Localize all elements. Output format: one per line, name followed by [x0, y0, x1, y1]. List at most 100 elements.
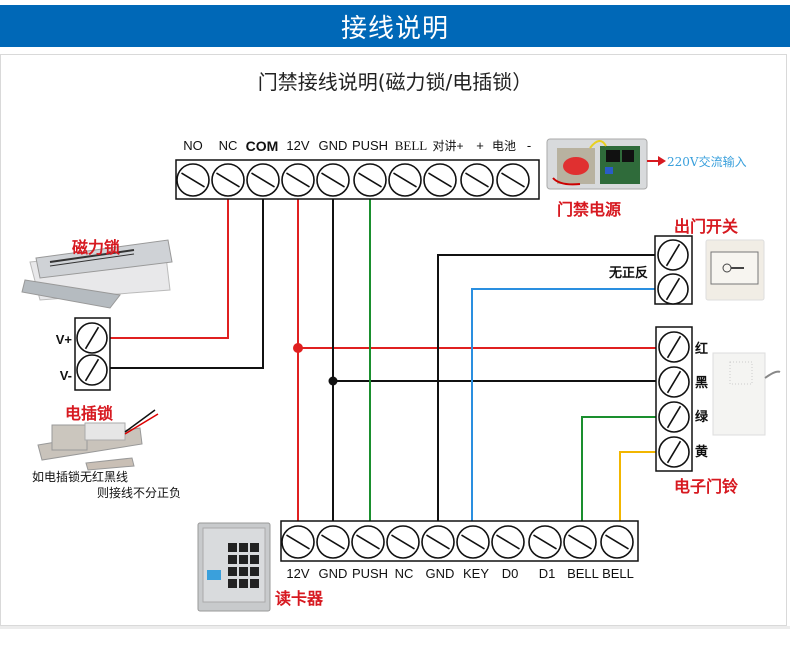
junction-dot-gnd: [328, 376, 338, 386]
keypad-key: [239, 567, 248, 576]
doorbell-screw-terminal: [658, 401, 690, 433]
maglock-terminal-labels: V+ V-: [56, 332, 73, 383]
keypad-key: [250, 567, 259, 576]
doorbell-label-black: 黑: [695, 375, 708, 390]
doorbell-label-red: 红: [695, 341, 708, 356]
wire-nc-to-maglock-vplus: [110, 198, 229, 339]
power-supply-screw-terminal: [353, 163, 387, 197]
doorbell-label-yellow: 黄: [695, 444, 708, 459]
exit-button-screw-terminal: [657, 239, 689, 271]
power-supply-screw-terminal: [211, 163, 245, 197]
frame-bottom-shadow: [0, 626, 790, 629]
power-supply-screw-terminal: [246, 163, 280, 197]
wire-com-to-maglock-vminus: [110, 198, 264, 369]
keypad-key: [239, 555, 248, 564]
card-reader-screw-terminal: [316, 525, 350, 559]
power-supply-screw-terminal: [388, 163, 422, 197]
keypad-key: [228, 543, 237, 552]
cr-label-key: KEY: [463, 566, 489, 581]
wire-exit-to-reader-key: [471, 288, 658, 522]
cr-label-gnd: GND: [319, 566, 348, 581]
card-reader-label: 读卡器: [275, 589, 324, 608]
electric-bolt-lock-note-1: 如电插锁无红黑线: [32, 470, 129, 484]
doorbell-screw-terminal: [658, 331, 690, 363]
power-supply-image: [546, 138, 648, 190]
doorbell-label-green: 绿: [695, 409, 709, 424]
card-reader-screw-terminal: [491, 525, 525, 559]
ps-label-push: PUSH: [352, 138, 388, 153]
cr-label-bell2: BELL: [602, 566, 634, 581]
ps-label-intercom: 对讲+: [432, 138, 463, 153]
power-supply-screw-terminal: [176, 163, 210, 197]
doorbell-screw-terminal: [658, 366, 690, 398]
cr-label-gnd2: GND: [426, 566, 455, 581]
ps-label-gnd: GND: [319, 138, 348, 153]
keypad-key: [250, 543, 259, 552]
keypad-key: [239, 579, 248, 588]
cr-label-push: PUSH: [352, 566, 388, 581]
diagram-title: 门禁接线说明(磁力锁/电插锁）: [257, 70, 533, 94]
exit-button-image: [705, 239, 765, 301]
exit-button-screw-terminal: [657, 273, 689, 305]
maglock-terminal-block: [74, 317, 111, 391]
header-title: 接线说明: [340, 13, 449, 44]
card-reader-screw-terminal: [281, 525, 315, 559]
ps-label-minus: -: [527, 138, 531, 153]
header-bar: 接线说明: [0, 5, 790, 47]
maglock-screw-terminal: [76, 354, 108, 386]
electric-bolt-lock-note-2: 则接线不分正负: [97, 486, 182, 500]
exit-button-terminal-block: [654, 235, 693, 305]
power-supply-screw-terminal: [496, 163, 530, 197]
card-reader-screw-terminal: [456, 525, 490, 559]
cr-label-nc: NC: [395, 566, 414, 581]
keypad-key: [228, 567, 237, 576]
ac-input-label: 220V交流输入: [667, 155, 747, 169]
diagram-frame: [0, 54, 787, 626]
keypad-key: [228, 579, 237, 588]
power-supply-label: 门禁电源: [557, 200, 622, 219]
power-supply-screw-terminal: [460, 163, 494, 197]
card-reader-screw-terminal: [351, 525, 385, 559]
maglock-label-vminus: V-: [60, 368, 72, 383]
wires: [110, 198, 658, 522]
card-reader-screw-terminal: [386, 525, 420, 559]
keypad-key: [228, 555, 237, 564]
card-reader-screw-terminal: [563, 525, 597, 559]
card-reader-terminal-labels: 12V GND PUSH NC GND KEY D0 D1 BELL BELL: [286, 566, 633, 581]
wire-exit-to-reader-gnd: [437, 254, 658, 522]
doorbell-screw-terminal: [658, 436, 690, 468]
ps-label-no: NO: [183, 138, 203, 153]
ac-input-arrow: [647, 156, 666, 166]
card-reader-screw-terminal: [421, 525, 455, 559]
exit-button-label: 出门开关: [674, 217, 739, 236]
cr-label-bell1: BELL: [567, 566, 599, 581]
ps-label-battery: 电池: [492, 139, 516, 153]
power-supply-terminal-labels: NO NC COM 12V GND PUSH BELL 对讲+ + 电池 -: [183, 138, 531, 154]
card-reader-screw-terminal: [600, 525, 634, 559]
ps-label-nc: NC: [219, 138, 238, 153]
power-supply-terminal-strip: [175, 159, 540, 200]
power-supply-screw-terminal: [423, 163, 457, 197]
cr-label-d0: D0: [502, 566, 519, 581]
doorbell-terminal-labels: 红 黑 绿 黄: [695, 341, 709, 459]
ps-label-bell: BELL: [395, 138, 428, 153]
magnetic-lock-label: 磁力锁: [72, 238, 121, 257]
keypad-key: [250, 555, 259, 564]
doorbell-image: [712, 352, 781, 436]
ps-label-plus: +: [476, 138, 484, 153]
magnetic-lock-image: [21, 239, 173, 309]
ps-label-12v: 12V: [286, 138, 309, 153]
ps-label-com: COM: [246, 138, 279, 154]
card-reader-screw-terminal: [528, 525, 562, 559]
power-supply-screw-terminal: [316, 163, 350, 197]
doorbell-terminal-block: [655, 326, 693, 472]
electric-bolt-lock-image: [37, 409, 159, 471]
keypad-key: [239, 543, 248, 552]
power-supply-screw-terminal: [281, 163, 315, 197]
card-reader-image: [197, 522, 271, 612]
wire-doorbell-green-to-reader-bell: [581, 416, 658, 522]
doorbell-label: 电子门铃: [674, 477, 739, 496]
cr-label-d1: D1: [539, 566, 556, 581]
maglock-label-vplus: V+: [56, 332, 73, 347]
